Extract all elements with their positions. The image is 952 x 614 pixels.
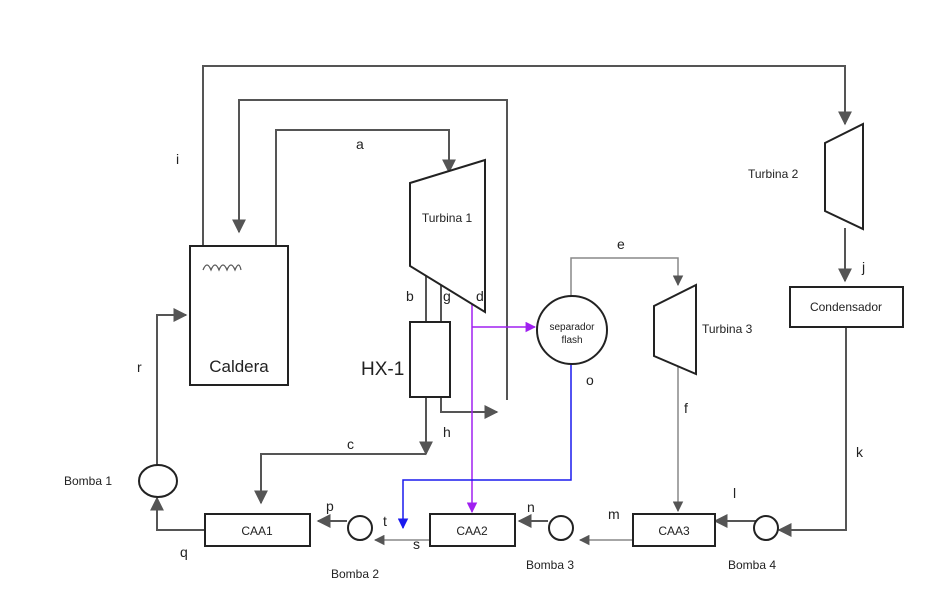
caa2-box	[429, 513, 516, 547]
stream-o-line	[397, 362, 572, 530]
caa3-box	[632, 513, 716, 547]
stream-e-line	[570, 257, 684, 297]
stream-h-label: h	[443, 424, 451, 440]
bomba3-label: Bomba 3	[526, 558, 574, 572]
stream-a-line	[275, 129, 456, 246]
turbina1-shape	[409, 158, 486, 314]
stream-g-line	[440, 272, 499, 419]
stream-t-label: t	[383, 513, 387, 529]
stream-q-line	[150, 496, 205, 531]
separador-label-1: separador	[549, 322, 595, 333]
turbina3-label: Turbina 3	[702, 322, 753, 336]
hx1-box	[409, 321, 451, 398]
coil-icon	[202, 264, 242, 272]
stream-j-label: j	[861, 259, 865, 275]
stream-reheat-line	[232, 99, 508, 400]
caa3-label: CAA3	[658, 524, 690, 538]
turbina1-label: Turbina 1	[422, 211, 473, 225]
stream-c-label: c	[347, 436, 354, 452]
bomba2-label: Bomba 2	[331, 567, 379, 581]
turbina2-label: Turbina 2	[748, 167, 799, 181]
stream-n-label: n	[527, 499, 535, 515]
stream-g-label: g	[443, 288, 451, 304]
bomba2-circle	[347, 515, 373, 541]
caa1-box	[204, 513, 311, 547]
stream-p-label: p	[326, 498, 334, 514]
caldera-label: Caldera	[209, 357, 269, 376]
stream-a-label: a	[356, 136, 364, 152]
caa1-label: CAA1	[241, 524, 273, 538]
stream-o-label: o	[586, 372, 594, 388]
stream-c-line	[254, 453, 426, 505]
caldera-box	[189, 245, 289, 386]
bomba1-circle	[138, 464, 178, 498]
hx1-label: HX-1	[361, 359, 404, 380]
stream-i-line	[202, 65, 852, 268]
stream-f-label: f	[684, 400, 688, 416]
caa2-label: CAA2	[456, 524, 488, 538]
bomba4-circle	[753, 515, 779, 541]
stream-d-label: d	[476, 288, 484, 304]
stream-i-label: i	[176, 151, 179, 167]
stream-k-label: k	[856, 444, 864, 460]
bomba3-circle	[548, 515, 574, 541]
separador-label-2: flash	[561, 335, 582, 346]
stream-e-label: e	[617, 236, 625, 252]
stream-l-label: l	[733, 485, 736, 501]
turbina2-shape	[824, 122, 864, 231]
stream-s-label: s	[413, 536, 420, 552]
turbina3-shape	[653, 283, 697, 376]
bomba4-label: Bomba 4	[728, 558, 776, 572]
stream-r-line	[156, 308, 188, 467]
stream-m-label: m	[608, 506, 620, 522]
separador-vessel	[536, 295, 608, 365]
bomba1-label: Bomba 1	[64, 474, 112, 488]
condensador-label: Condensador	[810, 300, 882, 314]
stream-k-line	[777, 327, 847, 537]
stream-r-label: r	[137, 359, 142, 375]
stream-q-label: q	[180, 544, 188, 560]
condensador-box	[789, 286, 904, 328]
stream-b-label: b	[406, 288, 414, 304]
